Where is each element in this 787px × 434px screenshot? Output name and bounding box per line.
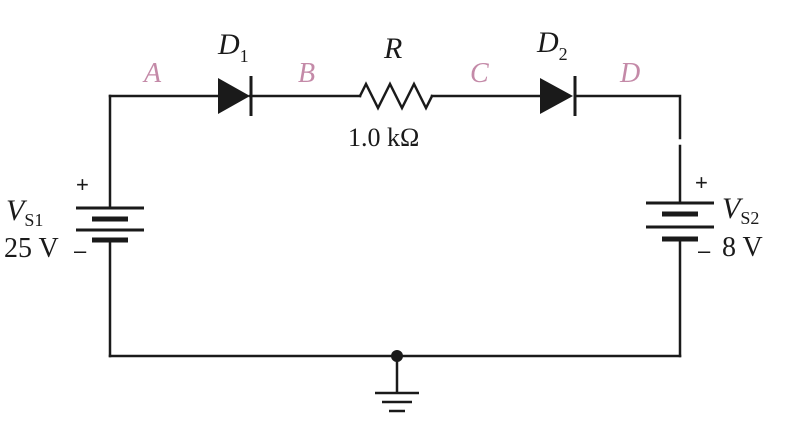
ground-junction-dot xyxy=(391,350,403,362)
vs1-label-letter: V xyxy=(6,194,28,227)
vs1-label: VS1 xyxy=(6,194,43,230)
node-label-b: B xyxy=(298,58,315,89)
d2-label: D2 xyxy=(536,26,568,64)
d2-label-sub: 2 xyxy=(559,44,568,64)
resistor-icon xyxy=(358,81,434,111)
d1-label: D1 xyxy=(217,28,249,66)
vs2-minus-sign: – xyxy=(698,238,711,263)
vs1-label-sub: S1 xyxy=(24,210,43,230)
vs1-value: 25 V xyxy=(4,233,59,264)
node-label-c: C xyxy=(470,58,489,89)
vs2-label: VS2 xyxy=(722,192,759,228)
vs1-minus-sign: – xyxy=(74,238,87,263)
d2-label-letter: D xyxy=(536,26,559,59)
vs2-label-letter: V xyxy=(722,192,744,225)
node-label-a: A xyxy=(142,58,162,89)
resistor-name: R xyxy=(383,32,402,65)
diode-d2-icon xyxy=(540,76,577,116)
wire-top-right xyxy=(574,94,682,140)
vs2-plus-sign: + xyxy=(695,170,708,195)
resistor-value: 1.0 kΩ xyxy=(348,123,419,152)
node-label-d: D xyxy=(619,58,640,89)
battery-vs1-icon xyxy=(76,206,144,243)
diode-d1-icon xyxy=(218,76,253,116)
vs1-plus-sign: + xyxy=(76,172,89,197)
d1-label-sub: 1 xyxy=(240,46,249,66)
d1-label-letter: D xyxy=(217,28,240,61)
battery-vs2-icon xyxy=(646,201,714,242)
ground-icon xyxy=(375,391,419,413)
vs2-value: 8 V xyxy=(722,232,763,263)
vs2-label-sub: S2 xyxy=(740,208,759,228)
